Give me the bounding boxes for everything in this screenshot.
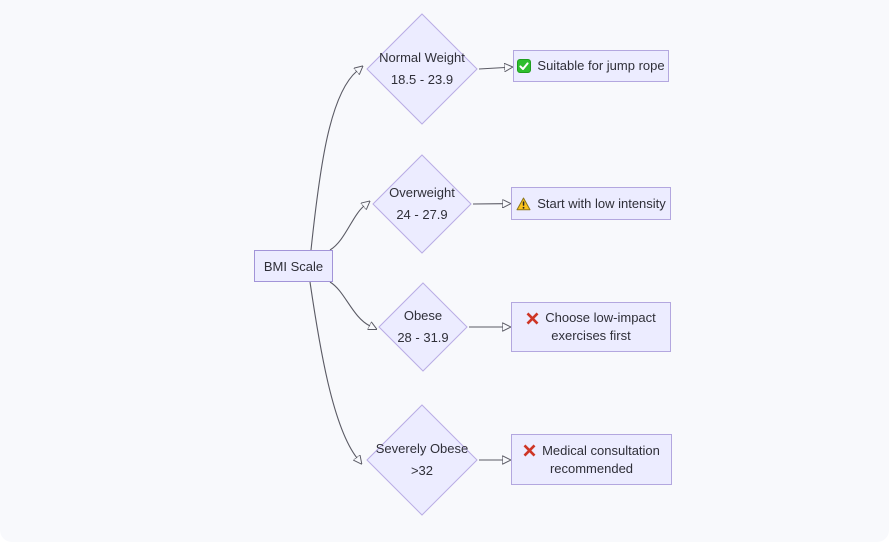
decision-normal-weight: Normal Weight 18.5 - 23.9 bbox=[366, 13, 478, 125]
red-cross-icon bbox=[523, 444, 536, 457]
result-text-line2: exercises first bbox=[551, 328, 631, 343]
decision-label: Normal Weight bbox=[379, 50, 465, 65]
decision-severely-obese: Severely Obese >32 bbox=[366, 404, 478, 516]
decision-label: Overweight bbox=[389, 185, 455, 200]
node-bmi-scale-label: BMI Scale bbox=[263, 258, 324, 274]
edge-root-to-overweight bbox=[329, 206, 364, 251]
yellow-warning-triangle-icon bbox=[516, 197, 531, 211]
edge-root-to-severely-obese bbox=[309, 281, 357, 458]
edge-root-to-normal-weight bbox=[310, 71, 357, 251]
diamond-shape bbox=[366, 13, 478, 125]
decision-label: Severely Obese bbox=[375, 441, 469, 456]
decision-range: 28 - 31.9 bbox=[397, 330, 449, 345]
result-text-line2: recommended bbox=[549, 460, 634, 476]
result-text: Choose low-impact bbox=[545, 310, 656, 325]
green-check-square-icon bbox=[517, 59, 532, 73]
result-box-obese: Choose low-impact exercises first bbox=[511, 302, 671, 352]
diamond-shape bbox=[378, 282, 468, 372]
decision-overweight: Overweight 24 - 27.9 bbox=[372, 154, 472, 254]
decision-range: 24 - 27.9 bbox=[396, 207, 448, 222]
decision-range: 18.5 - 23.9 bbox=[390, 72, 454, 87]
decision-range: >32 bbox=[410, 463, 434, 478]
result-box-normal-weight: Suitable for jump rope bbox=[513, 50, 669, 82]
result-text: Suitable for jump rope bbox=[537, 58, 665, 73]
diamond-shape bbox=[366, 404, 478, 516]
decision-label: Obese bbox=[403, 308, 443, 323]
diamond-shape bbox=[372, 154, 472, 254]
edge-root-to-obese bbox=[329, 281, 370, 326]
result-box-overweight: Start with low intensity bbox=[511, 187, 671, 220]
result-box-severely-obese: Medical consultation recommended bbox=[511, 434, 672, 485]
result-text: Medical consultation bbox=[542, 442, 660, 458]
node-bmi-scale: BMI Scale bbox=[254, 250, 333, 282]
red-cross-icon bbox=[526, 312, 539, 325]
edge-normal-weight-to-result bbox=[478, 68, 505, 70]
result-text: Start with low intensity bbox=[537, 195, 666, 211]
decision-obese: Obese 28 - 31.9 bbox=[378, 282, 468, 372]
